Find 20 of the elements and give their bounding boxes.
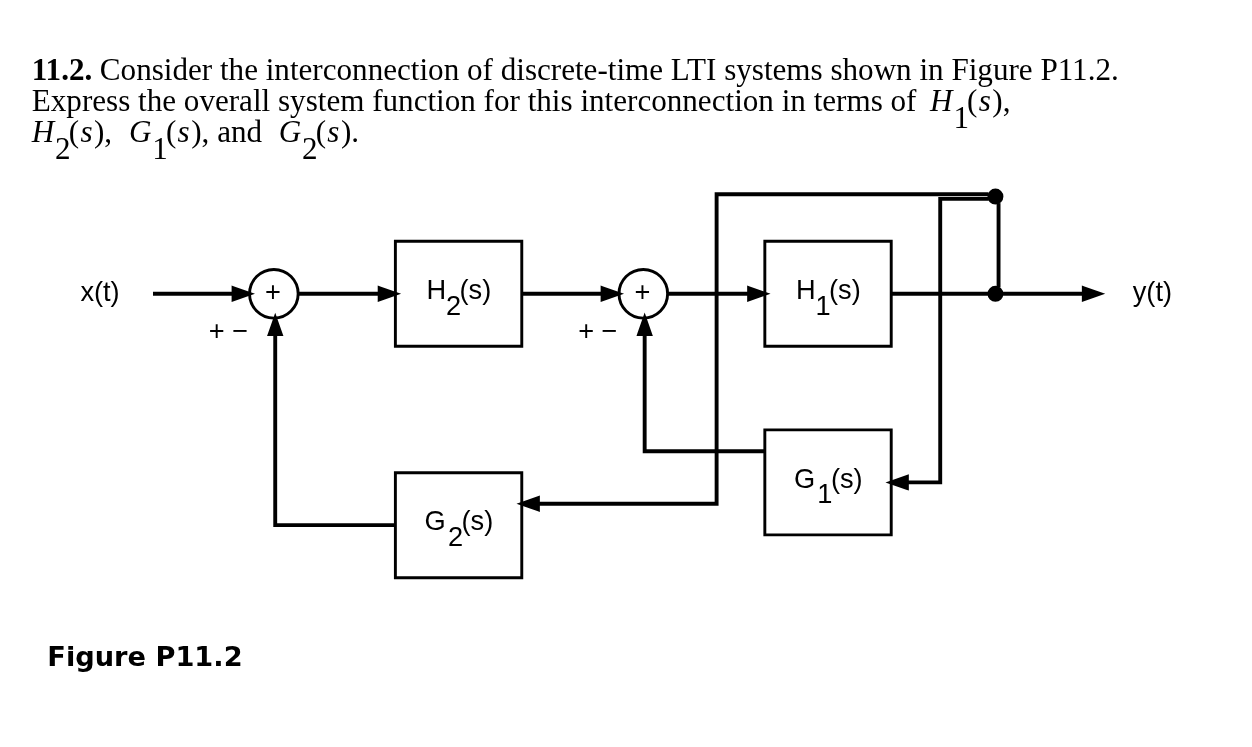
node-label: + − <box>208 314 249 346</box>
node-text: x(t) <box>80 275 120 307</box>
arrow <box>516 192 989 512</box>
arrow <box>885 196 989 491</box>
connector <box>996 203 1001 288</box>
arrow <box>298 285 402 302</box>
arrow <box>1003 285 1106 302</box>
arrow <box>522 285 624 302</box>
arrow <box>267 312 395 528</box>
node-dot <box>987 285 1004 302</box>
node-dot <box>987 188 1004 205</box>
arrow <box>153 285 255 302</box>
node-circle: + <box>248 268 300 320</box>
arrow <box>636 312 765 454</box>
arrow <box>668 285 771 302</box>
node-label: + − <box>578 314 618 346</box>
node-text: y(t) <box>1132 275 1173 307</box>
node-circle: + <box>617 268 670 320</box>
caption: Figure P11.2 <box>47 640 243 672</box>
connector <box>891 291 988 296</box>
